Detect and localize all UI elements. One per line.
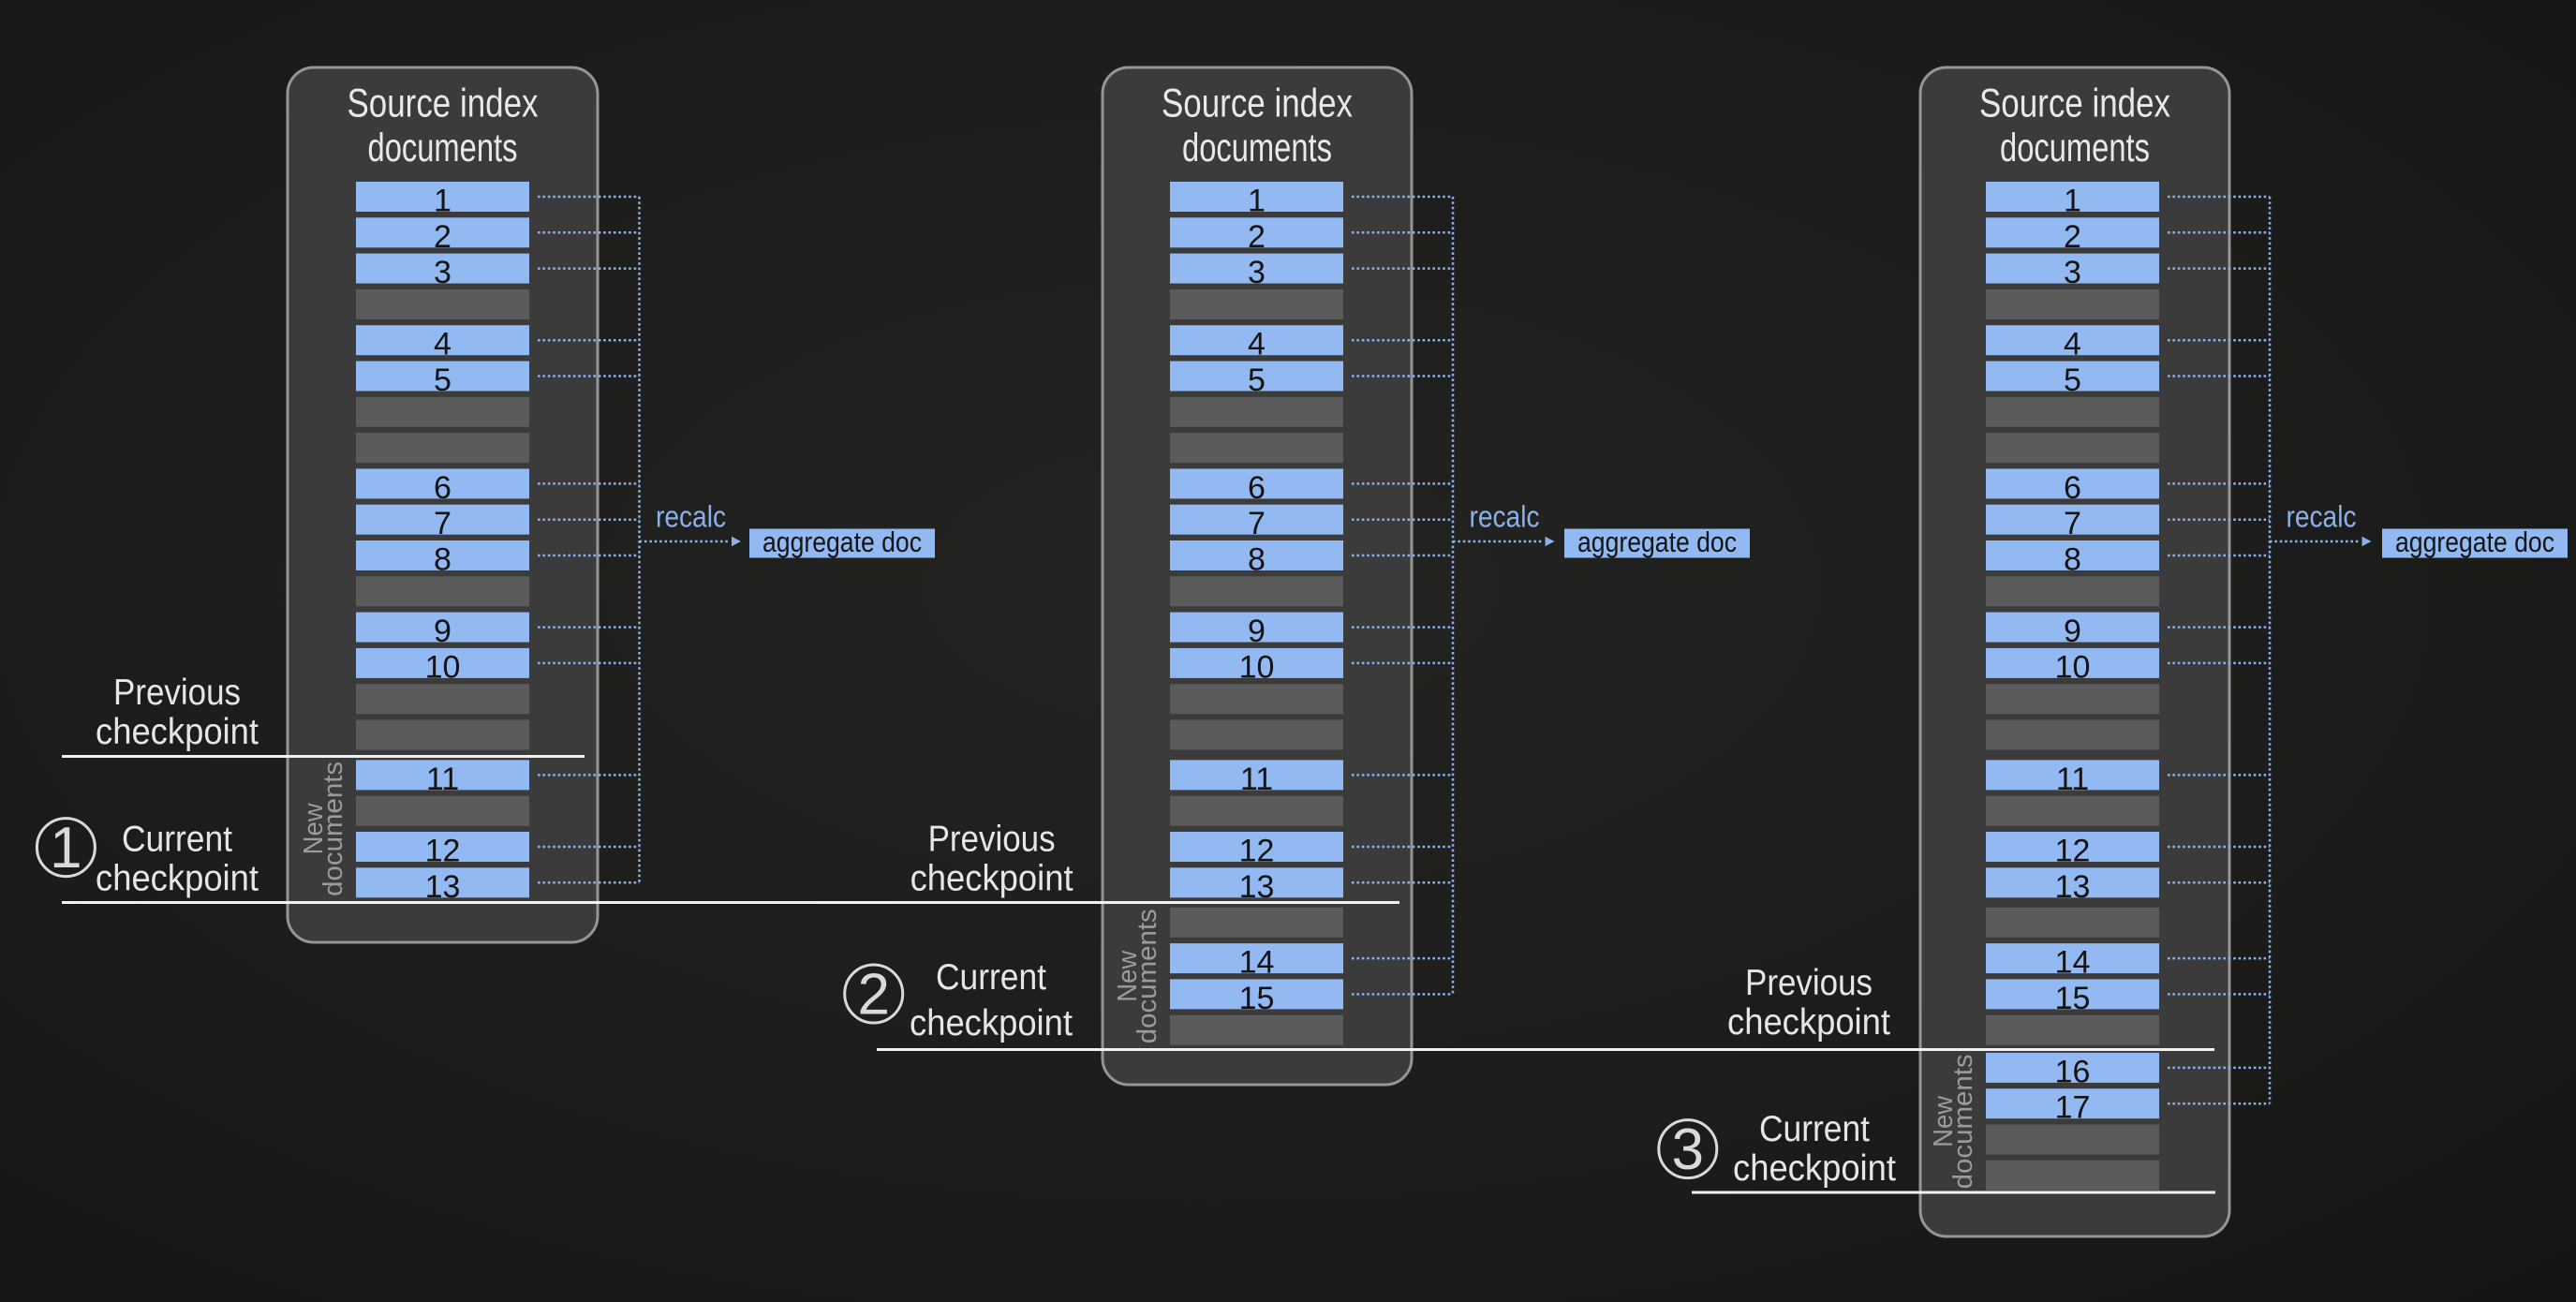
svg-text:checkpoint: checkpoint [96,859,259,899]
svg-text:Source index: Source index [1162,81,1353,126]
svg-text:New: New [1929,1095,1959,1147]
svg-text:13: 13 [1239,869,1275,905]
svg-text:5: 5 [1248,362,1266,398]
svg-text:7: 7 [2064,506,2081,541]
svg-text:6: 6 [434,470,452,506]
svg-text:14: 14 [2055,945,2091,981]
svg-text:1: 1 [50,816,81,880]
svg-text:1: 1 [2064,184,2081,219]
svg-text:1: 1 [1248,184,1266,219]
svg-text:documents: documents [318,762,348,896]
svg-text:9: 9 [1248,614,1266,649]
svg-text:New: New [299,802,329,854]
svg-text:documents: documents [1133,909,1162,1043]
svg-text:16: 16 [2055,1054,2091,1089]
svg-text:2: 2 [2064,219,2081,255]
svg-text:11: 11 [1240,762,1273,797]
svg-text:5: 5 [2064,362,2081,398]
svg-text:12: 12 [2055,834,2091,869]
svg-text:Source index: Source index [1979,81,2170,126]
svg-text:2: 2 [857,963,889,1028]
svg-text:12: 12 [1239,834,1275,869]
svg-text:15: 15 [2055,981,2091,1016]
svg-text:6: 6 [1248,470,1266,506]
svg-text:10: 10 [2055,649,2091,685]
svg-text:checkpoint: checkpoint [96,712,259,752]
svg-text:3: 3 [1248,255,1266,290]
svg-text:aggregate doc: aggregate doc [762,525,922,558]
svg-text:checkpoint: checkpoint [910,859,1073,899]
svg-text:Current: Current [936,957,1046,998]
svg-text:8: 8 [434,542,452,578]
svg-text:checkpoint: checkpoint [910,1003,1073,1043]
svg-text:10: 10 [1239,649,1275,685]
svg-text:Previous: Previous [928,820,1056,860]
svg-text:3: 3 [434,255,452,290]
svg-text:7: 7 [434,506,452,541]
svg-text:6: 6 [2064,470,2081,506]
svg-text:documents: documents [2000,126,2150,170]
svg-text:aggregate doc: aggregate doc [2395,525,2554,558]
svg-text:recalc: recalc [656,500,726,534]
svg-text:13: 13 [2055,869,2091,905]
svg-text:4: 4 [434,327,452,362]
svg-text:Previous: Previous [113,673,241,713]
svg-text:Previous: Previous [1745,963,1873,1003]
svg-text:checkpoint: checkpoint [1727,1002,1890,1043]
svg-text:checkpoint: checkpoint [1733,1148,1896,1189]
svg-text:8: 8 [1248,542,1266,578]
svg-text:12: 12 [425,834,461,869]
svg-text:7: 7 [1248,506,1266,541]
svg-text:2: 2 [434,219,452,255]
svg-text:13: 13 [425,869,461,905]
svg-text:Source index: Source index [348,81,539,126]
svg-text:2: 2 [1248,219,1266,255]
svg-text:documents: documents [1948,1054,1978,1189]
svg-text:9: 9 [2064,614,2081,649]
svg-text:9: 9 [434,614,452,649]
svg-text:Current: Current [122,820,232,860]
svg-text:15: 15 [1239,981,1275,1016]
svg-text:11: 11 [2056,762,2089,797]
svg-text:aggregate doc: aggregate doc [1577,525,1737,558]
svg-text:3: 3 [2064,255,2081,290]
svg-text:documents: documents [368,126,518,170]
svg-text:10: 10 [425,649,461,685]
svg-text:14: 14 [1239,945,1275,981]
svg-text:4: 4 [1248,327,1266,362]
svg-text:documents: documents [1182,126,1332,170]
svg-text:New: New [1113,950,1143,1002]
svg-text:Current: Current [1759,1109,1870,1149]
svg-text:recalc: recalc [1470,500,1540,534]
svg-text:8: 8 [2064,542,2081,578]
svg-text:3: 3 [1672,1117,1704,1182]
svg-text:17: 17 [2055,1090,2091,1126]
svg-text:4: 4 [2064,327,2081,362]
svg-text:recalc: recalc [2287,500,2357,534]
svg-text:1: 1 [434,184,452,219]
svg-text:11: 11 [426,762,459,797]
svg-text:5: 5 [434,362,452,398]
